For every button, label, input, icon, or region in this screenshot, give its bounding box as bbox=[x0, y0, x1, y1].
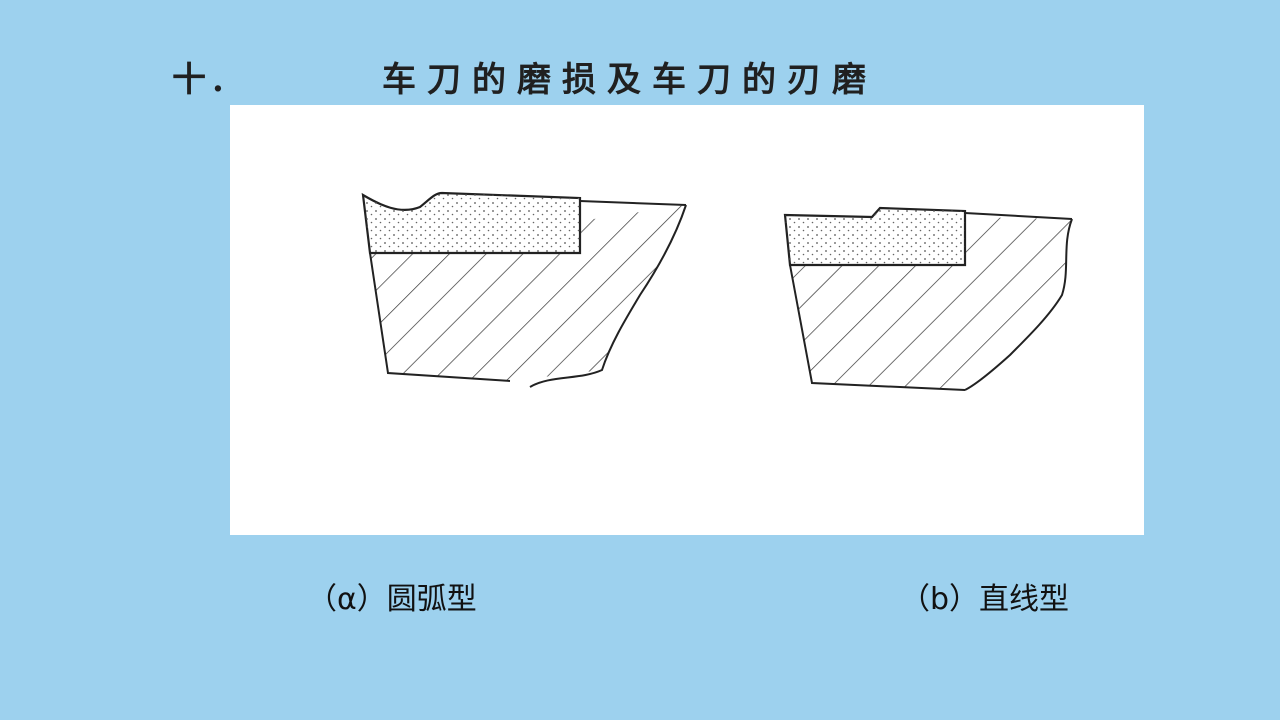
figure-panel bbox=[230, 105, 1144, 535]
title-number: 十. bbox=[172, 60, 230, 100]
tool-outline-b bbox=[789, 218, 1073, 391]
caption-straight-type: （b）直线型 bbox=[900, 582, 1070, 617]
caption-arc-type: （α）圆弧型 bbox=[307, 582, 477, 617]
wear-diagram bbox=[361, 191, 1073, 391]
tool-section-arc bbox=[361, 191, 687, 388]
slide-title: 十. 车刀的磨损及车刀的刃磨 bbox=[172, 52, 972, 104]
tool-body-b bbox=[790, 217, 1072, 390]
tool-section-straight bbox=[783, 206, 1073, 391]
tool-outline-a bbox=[369, 204, 687, 388]
title-text: 车刀的磨损及车刀的刃磨 bbox=[382, 60, 877, 100]
